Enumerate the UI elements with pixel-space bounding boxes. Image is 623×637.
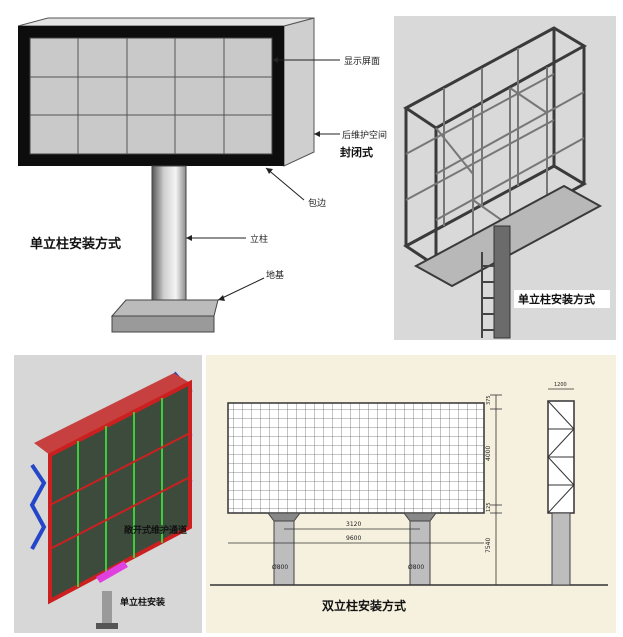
leader-edge — [265, 167, 305, 201]
dim-375: 375 — [486, 395, 492, 405]
leader-foundation — [217, 277, 265, 301]
dim-diameter-right: Ø800 — [408, 564, 424, 571]
steel-frame-drawing: 单立柱安装方式 — [403, 26, 610, 339]
label-foundation: 地基 — [266, 269, 284, 281]
enclosed-billboard-drawing: 显示屏面 后维护空间 封闭式 包边 立柱 地基 单立柱安装方式 — [17, 17, 387, 333]
caption-single-column-install: 单立柱安装 — [120, 596, 166, 608]
right-column — [409, 512, 431, 586]
caption-box — [514, 290, 610, 308]
top-beam — [34, 373, 190, 455]
side-view-column — [551, 512, 571, 586]
label-edge-wrap: 包边 — [308, 197, 326, 209]
dim-diameter-left: Ø800 — [272, 564, 288, 571]
cabinet-top — [17, 17, 315, 27]
open-channel-drawing: 敞开式维护通道 单立柱安装 — [29, 371, 193, 629]
label-column: 立柱 — [250, 233, 268, 245]
panel-double-column-drawing: 3120 9600 Ø800 Ø800 375 4000 125 7540 12… — [206, 355, 616, 633]
single-column-post — [102, 591, 112, 627]
frame-outer — [403, 26, 588, 268]
dim-3120: 3120 — [346, 521, 361, 528]
left-column — [273, 512, 295, 586]
horizontal-dims — [228, 528, 484, 544]
dim-7540: 7540 — [485, 538, 492, 553]
cabinet-side — [283, 17, 315, 167]
caption-single-column: 单立柱安装方式 — [30, 236, 121, 252]
access-highlight — [96, 561, 128, 583]
ladder — [481, 252, 494, 338]
double-column-drawing: 3120 9600 Ø800 Ø800 375 4000 125 7540 12… — [210, 382, 608, 613]
post-base — [96, 623, 118, 629]
foundation-base — [111, 315, 215, 333]
dim-125: 125 — [486, 502, 492, 512]
column — [151, 165, 187, 315]
panel-enclosed-single-column: 显示屏面 后维护空间 封闭式 包边 立柱 地基 单立柱安装方式 — [14, 16, 390, 340]
caption-single-column-frame: 单立柱安装方式 — [518, 292, 595, 306]
caption-double-column: 双立柱安装方式 — [322, 598, 406, 613]
vertical-dims — [490, 394, 502, 586]
side-view-truss — [547, 400, 575, 514]
label-display-face: 显示屏面 — [344, 56, 380, 67]
red-horizontals — [49, 432, 191, 550]
label-open-channel: 敞开式维护通道 — [124, 524, 187, 536]
screen-front-view — [227, 402, 485, 514]
frame-members — [405, 48, 585, 246]
dim-1200: 1200 — [554, 382, 567, 388]
panel-steel-frame-3d: 单立柱安装方式 — [394, 16, 616, 340]
screen-grid — [30, 38, 272, 154]
label-rear-space: 后维护空间 — [342, 129, 387, 141]
panel-open-channel: 敞开式维护通道 单立柱安装 — [14, 355, 202, 633]
label-enclosed-type: 封闭式 — [340, 145, 373, 159]
foundation-top — [110, 299, 219, 317]
display-face — [29, 37, 273, 155]
green-verticals — [77, 398, 163, 587]
cabinet-body — [48, 379, 192, 605]
dim-9600: 9600 — [346, 535, 361, 542]
frame-column — [493, 225, 511, 339]
dim-4000: 4000 — [485, 446, 492, 461]
